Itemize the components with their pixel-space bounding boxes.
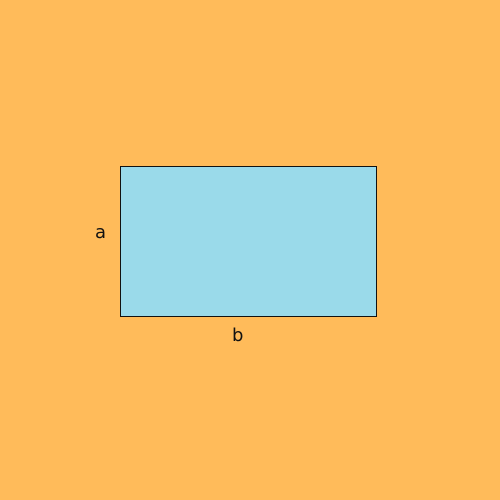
rectangle-shape [120, 166, 377, 317]
width-label: b [232, 325, 244, 346]
height-label: a [95, 222, 107, 243]
